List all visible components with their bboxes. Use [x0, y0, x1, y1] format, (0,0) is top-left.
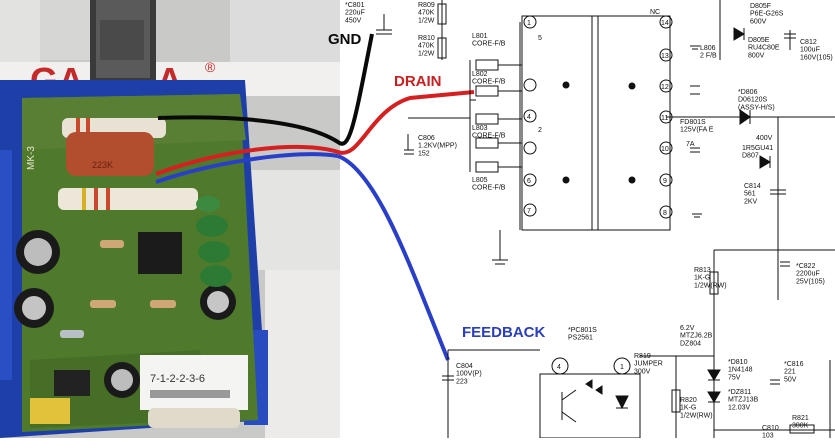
- fuse-label: 7A: [686, 141, 695, 148]
- pin-12: 12: [661, 84, 669, 91]
- pin-5: 5: [538, 35, 542, 42]
- capacitor-marking: 223K: [92, 160, 113, 170]
- pin-13: 13: [661, 53, 669, 60]
- drain-label: DRAIN: [394, 73, 442, 90]
- pin-8: 8: [663, 210, 667, 217]
- pin-10: 10: [661, 146, 669, 153]
- pin-7: 7: [527, 208, 531, 215]
- pc-pin-4: 4: [557, 364, 561, 371]
- disc-cap-2: [198, 241, 230, 263]
- schematic: [376, 0, 835, 439]
- ceramic-resistor-bottom: [58, 188, 198, 210]
- sticker-text: 7-1-2-2-3-6: [150, 373, 205, 385]
- transformer-right-pins: [659, 15, 673, 219]
- module-photo: GA N GA ® MK-3 223K: [0, 0, 340, 438]
- pin-14: 14: [661, 20, 669, 27]
- pc-pin-1: 1: [620, 364, 624, 371]
- pin-6: 6: [527, 178, 531, 185]
- disc-cap-3: [200, 265, 232, 287]
- small-transistor: [54, 370, 90, 396]
- pin-4: 4: [527, 114, 531, 121]
- feedback-label: FEEDBACK: [462, 324, 546, 341]
- disc-cap-1: [196, 215, 228, 237]
- pin-1: 1: [527, 20, 531, 27]
- drain-wire: [155, 90, 475, 176]
- registered-mark: ®: [205, 59, 216, 75]
- pin-11: 11: [661, 115, 668, 122]
- board-tag: MK-3: [26, 146, 37, 170]
- blue-wire-short: [155, 152, 339, 184]
- pin-9: 9: [663, 178, 667, 185]
- label-sticker: [140, 355, 248, 410]
- pin-2: 2: [538, 127, 542, 134]
- transformer-box: [521, 15, 671, 231]
- film-capacitor: [66, 132, 154, 176]
- gnd-label: GND: [328, 31, 362, 48]
- controller-ic: [138, 232, 182, 274]
- v400-label: 400V: [756, 135, 773, 142]
- gnd-wire: [157, 33, 374, 146]
- nc-label: NC: [650, 9, 660, 16]
- transformer-left-pins: [523, 15, 537, 217]
- feedback-wire: [337, 154, 450, 361]
